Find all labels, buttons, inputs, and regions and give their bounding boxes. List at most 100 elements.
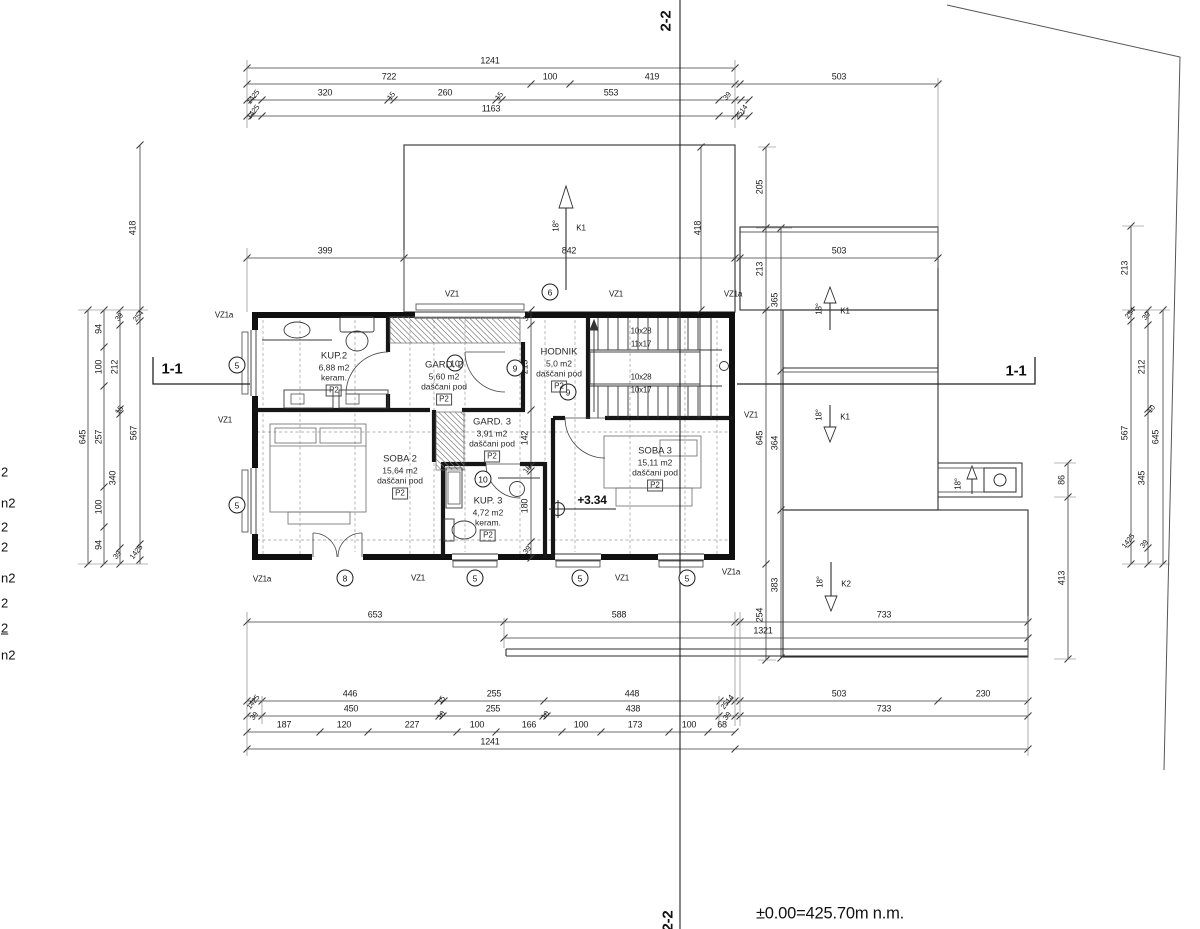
slope-angle-label: 18° xyxy=(815,576,825,588)
section-label-bottom: 2-2 xyxy=(659,910,677,929)
dimension-label: 1425 xyxy=(244,692,262,712)
room-area: 6,88 m2 xyxy=(318,362,350,372)
dimension-label: 10 xyxy=(1145,403,1157,415)
dimension-label: 120 xyxy=(336,719,352,730)
room-floor-tag: P2 xyxy=(647,479,663,492)
elevation-note: ±0.00=425.70m n.m. xyxy=(755,904,905,923)
dimension-label: 567 xyxy=(128,425,139,441)
room-floor-tag: P2 xyxy=(480,529,496,542)
margin-text-fragment: 2 xyxy=(1,539,9,555)
dimension-label: 100 xyxy=(93,359,104,375)
dimension-label: 15 xyxy=(435,694,447,706)
dimension-label: 364 xyxy=(769,435,780,451)
slope-name-label: K1 xyxy=(576,223,586,233)
dimension-label: 227 xyxy=(404,719,420,730)
marker-bubble: 8 xyxy=(336,569,354,587)
window-sill xyxy=(658,560,704,568)
dimension-label: 446 xyxy=(342,688,358,699)
room-area: 15,64 m2 xyxy=(382,465,418,475)
wall-type-tag: VZ1 xyxy=(743,410,759,420)
dimension-label: 15 xyxy=(385,90,397,102)
dimension-label: 15 xyxy=(113,404,125,416)
margin-text-fragment: 2 xyxy=(1,519,9,535)
terrace-outline xyxy=(505,509,1029,658)
dimension-label: 413 xyxy=(1056,570,1067,586)
plot-boundary-line xyxy=(946,4,1181,771)
room-name: GARD. 2 xyxy=(424,359,463,371)
dimension-label: 39 xyxy=(113,311,125,323)
slope-name-label: K1 xyxy=(840,412,850,422)
dimension-label: 503 xyxy=(831,71,847,82)
wardrobe-hatch-lines xyxy=(389,316,521,471)
dimension-label: 173 xyxy=(627,719,643,730)
room-floor-tag: P2 xyxy=(484,450,500,463)
dimension-label: 255 xyxy=(485,703,501,714)
dimension-label: 503 xyxy=(831,245,847,256)
window-sill xyxy=(555,560,601,568)
wall-type-tag: VZ1 xyxy=(217,415,233,425)
marker-bubble: 5 xyxy=(678,569,696,587)
slope-angle-label: 18° xyxy=(814,303,824,315)
dimension-lines xyxy=(84,64,1167,753)
dimension-label: 1163 xyxy=(481,103,501,114)
section-label-right: 1-1 xyxy=(1005,362,1027,380)
dimension-label: 213 xyxy=(754,261,765,277)
wall-type-tag: VZ1 xyxy=(410,573,426,583)
dimension-label: 320 xyxy=(317,87,333,98)
dimension-label: 588 xyxy=(611,609,627,620)
dimension-label: 450 xyxy=(343,703,359,714)
room-area: 5,60 m2 xyxy=(428,371,460,381)
dimension-label: 94 xyxy=(93,540,104,550)
room-floor-tag: P2 xyxy=(392,487,408,500)
room-area: 5,0 m2 xyxy=(546,358,572,368)
room-floor-tag: P2 xyxy=(326,384,342,397)
room-floor-tag: P2 xyxy=(436,393,452,406)
room-name: KUP. 3 xyxy=(473,495,503,507)
side-walkway xyxy=(937,462,1023,498)
wall-type-tag: VZ1 xyxy=(444,289,460,299)
wall-type-tag: VZ1 xyxy=(614,573,630,583)
dimension-label: 1425 xyxy=(1119,531,1137,551)
dimension-label: 419 xyxy=(644,71,660,82)
room-floor: daščani pod xyxy=(377,475,423,486)
room-area: 4,72 m2 xyxy=(472,507,504,517)
margin-text-fragment: n2 xyxy=(1,495,16,511)
dimension-label: 39 xyxy=(1138,538,1150,550)
dimension-label: 2514 xyxy=(718,692,736,712)
margin-text-fragment: n2 xyxy=(1,570,16,586)
dimension-label: 39 xyxy=(111,549,123,561)
slope-name-label: K1 xyxy=(840,306,850,316)
dimension-label: 10 xyxy=(539,709,551,721)
bathroom-fixtures xyxy=(262,316,540,542)
slope-angle-label: 18° xyxy=(953,478,963,490)
dimension-label: 100 xyxy=(469,719,485,730)
room-floor-tag: P2 xyxy=(551,380,567,393)
section-label-top: 2-2 xyxy=(657,10,675,32)
dimension-label: 1241 xyxy=(480,55,500,66)
marker-bubble: 5 xyxy=(228,496,246,514)
slope-angle-label: 18° xyxy=(551,220,561,232)
dimension-label: 257 xyxy=(93,429,104,445)
furniture xyxy=(269,423,702,525)
window-sill xyxy=(452,560,498,568)
dimension-label: 100 xyxy=(93,499,104,515)
room-floor: daščani pod xyxy=(469,438,515,449)
dimension-label: 733 xyxy=(876,609,892,620)
dimension-label: 254 xyxy=(130,308,146,324)
margin-text-fragment: 2 xyxy=(1,620,9,636)
dimension-label: 100 xyxy=(573,719,589,730)
dimension-label: 345 xyxy=(1136,470,1147,486)
wall-type-tag: VZ1a xyxy=(252,574,272,584)
dimension-label: 10 xyxy=(435,709,447,721)
room-floor: daščani pod xyxy=(536,368,582,379)
dimension-label: 1425 xyxy=(244,102,262,122)
dimension-label: 86 xyxy=(1056,475,1067,485)
staircase xyxy=(589,318,729,418)
room-area: 15,11 m2 xyxy=(637,457,673,467)
